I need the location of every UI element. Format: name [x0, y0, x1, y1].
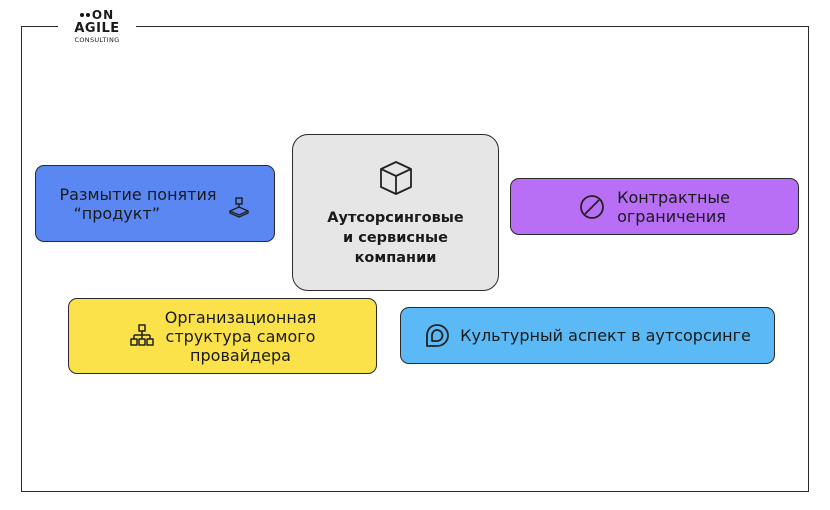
speech-bubble-icon — [424, 323, 450, 349]
abstract-shape-icon — [227, 195, 251, 219]
logo-subtitle: CONSULTING — [74, 36, 120, 44]
node-culture-aspect: Культурный аспект в аутсорсинге — [400, 307, 775, 364]
node-label-line1: Размытие понятия — [59, 184, 217, 204]
diagram-frame — [21, 26, 809, 492]
node-label-line2: ограничения — [617, 206, 726, 226]
center-label-line2: и сервисные — [343, 229, 448, 246]
node-contract-limits: Контрактные ограничения — [510, 178, 799, 235]
logo-top: ON — [58, 8, 136, 22]
node-org-structure: Организационная структура самого провайд… — [68, 298, 377, 374]
center-node: Аутсорсинговые и сервисные компании — [292, 134, 499, 291]
node-label-line1: Контрактные — [617, 187, 730, 207]
node-label-line3: провайдера — [190, 345, 291, 365]
logo-dot — [79, 13, 84, 17]
cube-icon — [376, 158, 416, 198]
prohibited-icon — [579, 194, 605, 220]
center-label-line3: компании — [354, 249, 437, 266]
node-label-line1: Организационная — [164, 307, 317, 327]
logo-brand: AGILE — [74, 21, 120, 36]
node-label: Культурный аспект в аутсорсинге — [460, 326, 751, 345]
logo-top-text: ON — [91, 8, 115, 22]
node-product-blur: Размытие понятия “продукт” — [35, 165, 275, 242]
org-chart-icon — [129, 323, 155, 349]
node-label-line2: структура самого — [165, 326, 316, 346]
node-label-line2: “продукт” — [73, 203, 161, 223]
logo: ON AGILE CONSULTING — [58, 4, 136, 54]
logo-dot — [85, 13, 90, 17]
center-label-line1: Аутсорсинговые — [327, 209, 464, 226]
